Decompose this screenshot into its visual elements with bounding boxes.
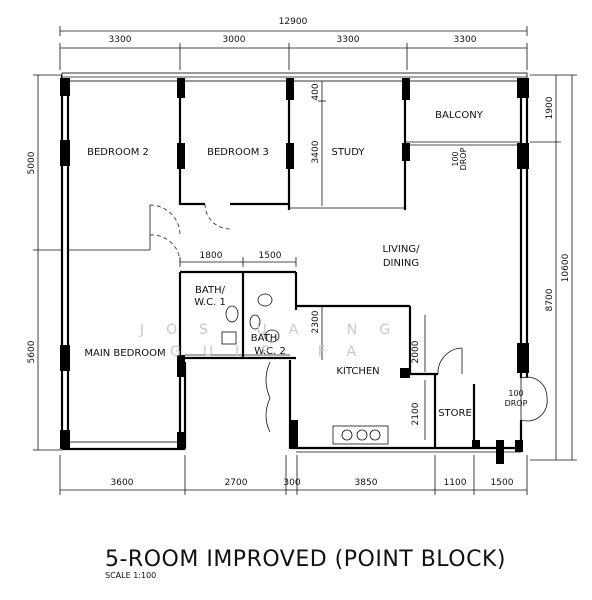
room-bedroom-3: BEDROOM 3 (207, 147, 269, 158)
room-living-2: DINING (383, 258, 419, 269)
fixtures (221, 293, 389, 445)
dim-bottom-4: 3850 (355, 478, 378, 488)
dim-overall-top: 12900 (279, 17, 308, 27)
room-balcony: BALCONY (435, 110, 484, 121)
dim-study-400: 400 (311, 83, 321, 100)
walls (60, 72, 529, 453)
doors (149, 203, 548, 433)
dim-top-2: 3000 (223, 35, 246, 45)
dim-bottom-6: 1500 (491, 478, 514, 488)
room-kitchen: KITCHEN (336, 366, 379, 377)
room-bath1-2: W.C. 1 (194, 297, 226, 308)
drop-entry-1: 100 (508, 389, 523, 398)
dim-top-3: 3300 (337, 35, 360, 45)
room-bath2-2: W.C. 2 (254, 346, 286, 357)
dim-bottom-2: 2700 (225, 478, 248, 488)
dim-bath-2: 1500 (259, 251, 282, 261)
dim-right-1: 1900 (545, 96, 555, 119)
watermark-line-2: GUIF FA (170, 344, 378, 360)
dim-study-3400: 3400 (311, 140, 321, 163)
room-study: STUDY (331, 147, 365, 158)
dim-top-4: 3300 (454, 35, 477, 45)
dim-bottom-3: 300 (283, 478, 300, 488)
room-bath1-1: BATH/ (195, 285, 226, 296)
dim-left-2: 5600 (27, 340, 37, 363)
drop-balcony-1: 100 (451, 151, 460, 166)
room-bedroom-2: BEDROOM 2 (87, 147, 149, 158)
plan-title: 5-ROOM IMPROVED (POINT BLOCK) (105, 547, 506, 572)
dimension-lines (33, 26, 577, 495)
plan-scale: SCALE 1:100 (105, 571, 156, 580)
dim-left-1: 5000 (27, 151, 37, 174)
dim-kitchen-2000: 2000 (411, 340, 421, 363)
dim-bottom-1: 3600 (111, 478, 134, 488)
dim-store-2100: 2100 (411, 402, 421, 425)
room-living-1: LIVING/ (383, 244, 421, 255)
room-main-bedroom: MAIN BEDROOM (84, 348, 165, 359)
dim-bottom-5: 1100 (444, 478, 467, 488)
dim-right-2: 8700 (545, 288, 555, 311)
drop-entry-2: DROP (505, 399, 528, 408)
columns (60, 78, 529, 464)
watermark-line-1: JOS UA NG (139, 322, 412, 338)
dim-bath-1: 1800 (200, 251, 223, 261)
room-store: STORE (438, 408, 472, 419)
drop-balcony-2: DROP (459, 147, 468, 170)
dim-right-overall: 10600 (561, 253, 571, 282)
room-bath2-1: BATH (251, 333, 278, 344)
dim-top-1: 3300 (109, 35, 132, 45)
dim-kitchen-2300: 2300 (311, 310, 321, 333)
